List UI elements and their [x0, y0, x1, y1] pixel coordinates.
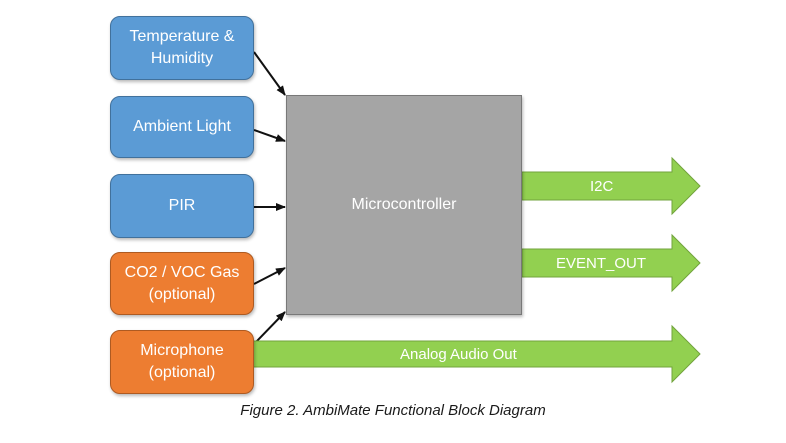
arrow-co2-to-mcu: [253, 267, 286, 285]
arrow-light-to-mcu: [253, 129, 286, 142]
arrow-temp-to-mcu: [253, 51, 286, 96]
microcontroller-block: Microcontroller: [286, 95, 522, 315]
arrow-mic-to-mcu: [253, 311, 286, 345]
co2-voc-gas-line1: CO2 / VOC Gas: [124, 263, 240, 281]
ambient-light-label: Ambient Light: [133, 118, 231, 135]
i2c-label: I2C: [590, 178, 614, 195]
microphone-line2: (optional): [148, 364, 216, 381]
ambient-light-block: Ambient Light: [110, 96, 254, 158]
pir-label: PIR: [168, 197, 196, 214]
analog-audio-out-arrow: [249, 324, 701, 384]
event-out-label: EVENT_OUT: [556, 255, 647, 272]
microphone-line1: Microphone: [140, 342, 224, 359]
microphone-block: Microphone (optional): [110, 330, 254, 394]
pir-block: PIR: [110, 174, 254, 238]
temperature-humidity-line2: Humidity: [150, 50, 214, 67]
output-arrows: [249, 156, 701, 384]
figure-caption: Figure 2. AmbiMate Functional Block Diag…: [240, 402, 546, 419]
event-out-arrow: [521, 233, 701, 293]
temperature-humidity-line1: Temperature &: [129, 28, 235, 45]
temperature-humidity-block: Temperature & Humidity: [110, 16, 254, 80]
i2c-arrow: [521, 156, 701, 216]
co2-voc-gas-block: CO2 / VOC Gas (optional): [110, 252, 254, 315]
microcontroller-label: Microcontroller: [351, 196, 457, 213]
analog-audio-out-label: Analog Audio Out: [400, 346, 517, 363]
co2-voc-gas-line2: (optional): [148, 285, 216, 303]
input-arrows: [253, 51, 286, 345]
